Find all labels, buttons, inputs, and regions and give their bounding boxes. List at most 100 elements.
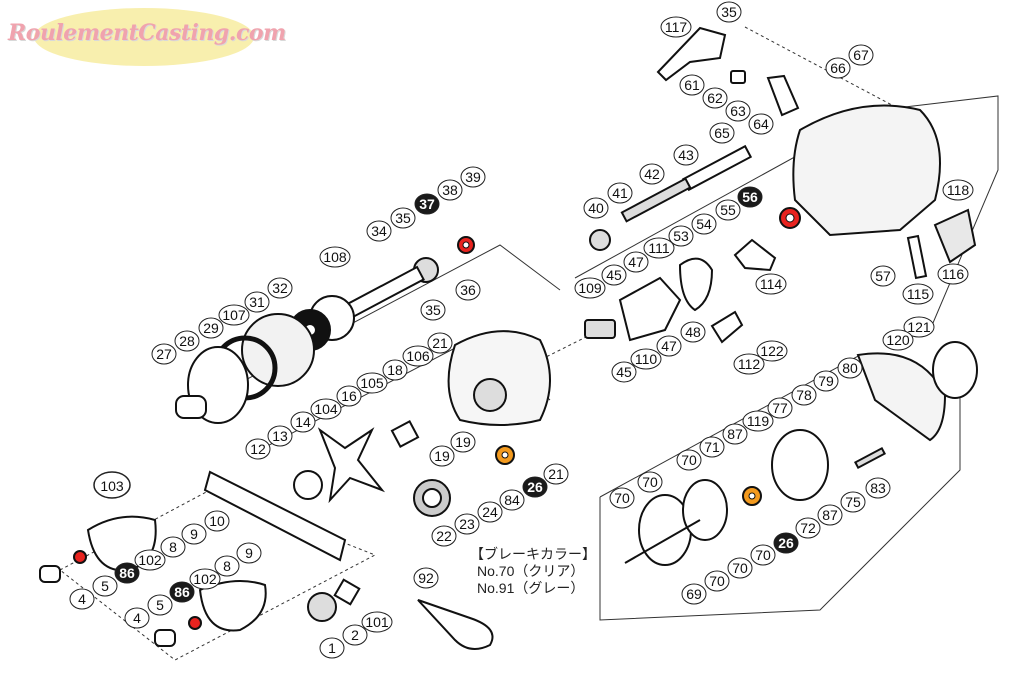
callout-bubble [477, 501, 503, 523]
callout-label: 77 [772, 400, 788, 416]
callout-119: 119 [742, 410, 774, 432]
callout-label: 37 [419, 196, 435, 212]
callout-bubble [543, 463, 569, 485]
callout-label: 28 [179, 333, 195, 349]
callout-bubble [870, 265, 896, 287]
callout-109: 109 [574, 277, 606, 299]
callout-bubble [837, 357, 863, 379]
callout-label: 14 [295, 414, 311, 430]
callout-label: 92 [418, 570, 434, 586]
callout-72: 72 [795, 517, 821, 539]
callout-label: 111 [648, 240, 669, 256]
callout-bubble [937, 263, 969, 285]
callout-label: 115 [907, 286, 930, 302]
callout-label: 16 [341, 388, 357, 404]
callout-26: 26 [522, 476, 548, 498]
callout-13: 13 [267, 425, 293, 447]
callout-bubble [437, 179, 463, 201]
callout-bubble [361, 611, 393, 633]
callout-bubble [668, 225, 694, 247]
callout-label: 70 [732, 560, 748, 576]
callout-bubble [583, 197, 609, 219]
part-61-roller [730, 70, 746, 84]
logo-background [34, 8, 254, 66]
part-109-pinion [584, 319, 616, 339]
callout-label: 116 [942, 266, 965, 282]
callout-label: 53 [673, 228, 689, 244]
callout-bubble [147, 594, 173, 616]
callout-35: 35 [716, 1, 742, 23]
callout-12: 12 [245, 438, 271, 460]
callout-bubble [676, 449, 702, 471]
callout-bubble [69, 588, 95, 610]
callout-bubble [699, 436, 725, 458]
callout-bubble [319, 246, 351, 268]
callout-label: 121 [907, 319, 931, 335]
callout-label: 8 [223, 558, 231, 574]
callout-label: 104 [314, 401, 338, 417]
callout-label: 5 [101, 578, 109, 594]
callout-label: 66 [830, 60, 846, 76]
callout-label: 70 [642, 474, 658, 490]
part-69-spool-shaft [624, 519, 701, 564]
callout-bubble [702, 87, 728, 109]
callout-28: 28 [174, 330, 200, 352]
callout-9: 9 [236, 542, 262, 564]
callout-bubble [319, 637, 345, 659]
callout-bubble [681, 583, 707, 605]
callout-36: 36 [455, 279, 481, 301]
callout-bubble [704, 570, 730, 592]
callout-bubble [637, 471, 663, 493]
callout-label: 2 [351, 627, 359, 643]
callout-label: 70 [755, 547, 771, 563]
part-12-washer [293, 470, 323, 500]
callout-37: 37 [414, 193, 440, 215]
part-120-sidecover [856, 352, 947, 442]
callout-111: 111 [643, 237, 675, 259]
callout-bubble [756, 340, 788, 362]
callout-bubble [903, 316, 935, 338]
callout-65: 65 [709, 122, 735, 144]
callout-label: 5 [156, 597, 164, 613]
callout-bubble [725, 100, 751, 122]
callout-bubble [623, 251, 649, 273]
callout-107: 107 [218, 304, 250, 326]
callout-117: 117 [660, 16, 692, 38]
callout-label: 65 [714, 125, 730, 141]
callout-label: 38 [442, 182, 458, 198]
callout-1: 1 [319, 637, 345, 659]
callout-2: 2 [342, 624, 368, 646]
callout-label: 23 [459, 516, 475, 532]
part-106-sideplate [447, 330, 551, 426]
callout-5: 5 [147, 594, 173, 616]
callout-bubble [189, 568, 221, 590]
callout-label: 84 [504, 492, 520, 508]
callout-43: 43 [673, 144, 699, 166]
frame-group-outline [574, 95, 999, 331]
callout-80: 80 [837, 357, 863, 379]
callout-label: 4 [78, 591, 86, 607]
callout-118: 118 [942, 179, 974, 201]
part-119-brakeplate [771, 429, 829, 501]
logo-text: RoulementCasting.com [8, 20, 286, 46]
part-56-bearing-hole [785, 213, 795, 223]
callout-label: 29 [203, 320, 219, 336]
callout-label: 36 [460, 282, 476, 298]
callout-label: 22 [436, 528, 452, 544]
part-110-plate [618, 276, 682, 342]
callout-5: 5 [92, 575, 118, 597]
callout-bubble [750, 544, 776, 566]
callout-label: 47 [628, 254, 644, 270]
callout-55: 55 [715, 199, 741, 221]
callout-bubble [825, 57, 851, 79]
callout-label: 61 [684, 77, 700, 93]
part-10-handle [203, 470, 347, 562]
callout-64: 64 [748, 113, 774, 135]
part-86-bearing-b [188, 616, 202, 630]
callout-label: 69 [686, 586, 702, 602]
callout-4: 4 [124, 607, 150, 629]
callout-bubble [92, 575, 118, 597]
callout-label: 19 [434, 448, 450, 464]
callout-label: 114 [760, 276, 783, 292]
callout-label: 10 [209, 513, 225, 529]
